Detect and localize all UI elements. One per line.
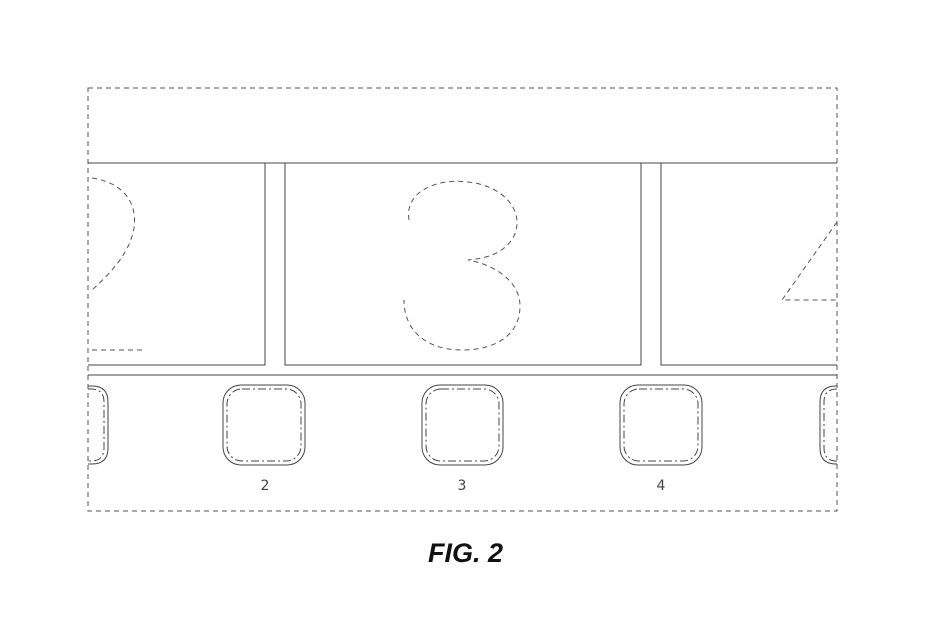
numeral-glyph-four	[782, 222, 837, 300]
figure-caption: FIG. 2	[0, 538, 931, 569]
numeral-glyph-three	[404, 181, 520, 350]
button-label-3: 3	[458, 478, 467, 494]
button-partial-right	[820, 386, 837, 464]
button-label-2: 2	[261, 478, 270, 494]
display-panel-right	[661, 163, 837, 365]
numeral-glyph-two	[92, 178, 146, 350]
button-2	[223, 385, 305, 465]
outer-dashed-boundary	[88, 88, 837, 511]
button-label-4: 4	[657, 478, 666, 494]
button-3	[422, 385, 503, 465]
button-partial-left	[88, 386, 108, 464]
button-4	[620, 385, 702, 465]
display-panel-center	[285, 163, 641, 365]
display-panel-left	[88, 163, 265, 365]
